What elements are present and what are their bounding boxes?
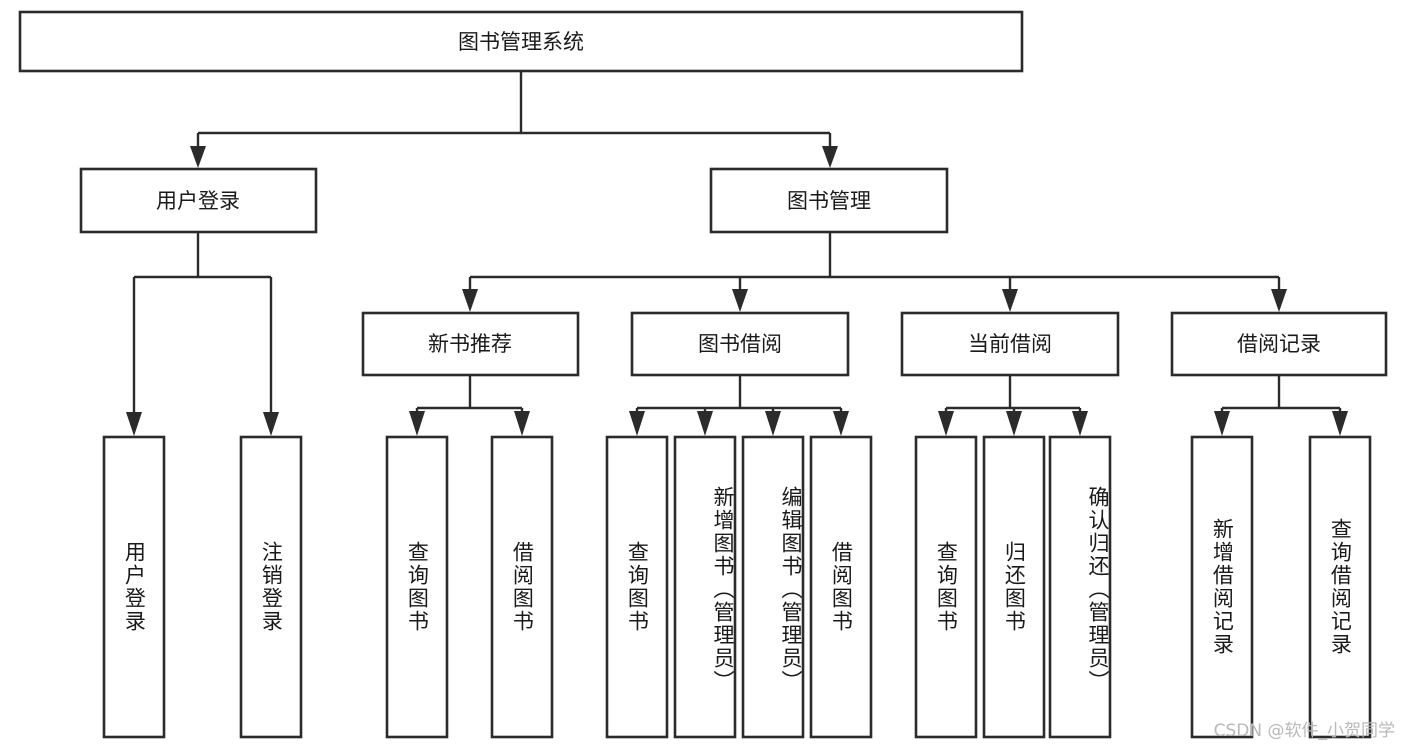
arrow-head-leaf-user-login	[126, 412, 142, 436]
node-box-leaf-add-book[interactable]	[673, 435, 737, 739]
arrow-head-leaf-query-record	[1332, 411, 1348, 436]
node-label-book-borrow: 图书借阅	[698, 332, 782, 356]
node-box-leaf-borrow-book-2[interactable]	[809, 435, 873, 739]
node-label-current-borrow: 当前借阅	[968, 332, 1052, 356]
arrow-head-leaf-edit-book	[765, 411, 781, 436]
arrow-head-user-login	[190, 146, 206, 168]
node-box-leaf-return-book[interactable]	[982, 435, 1046, 739]
arrow-head-leaf-query-book-1	[409, 411, 425, 436]
arrow-head-leaf-add-book	[697, 411, 713, 436]
connector-group-new-book-recommend	[409, 376, 530, 436]
arrow-head-current-borrow	[1002, 289, 1018, 312]
node-label-book-management: 图书管理	[787, 189, 871, 213]
connector-group-book-management	[462, 233, 1287, 312]
arrow-head-borrow-record	[1271, 289, 1287, 312]
arrow-head-leaf-borrow-book-1	[514, 411, 530, 436]
node-box-current-borrow[interactable]	[900, 311, 1120, 377]
node-box-leaf-query-book-1[interactable]	[385, 435, 449, 739]
node-box-leaf-edit-book[interactable]	[741, 435, 805, 739]
node-label-borrow-record: 借阅记录	[1237, 332, 1321, 356]
arrow-head-new-book-recommend	[462, 289, 478, 312]
node-box-leaf-query-book-2[interactable]	[605, 435, 669, 739]
node-box-leaf-add-record[interactable]	[1190, 435, 1254, 739]
arrow-head-leaf-return-book	[1006, 411, 1022, 436]
node-box-book-management[interactable]	[709, 167, 949, 234]
node-box-book-borrow[interactable]	[630, 311, 850, 377]
connector-group-current-borrow	[938, 376, 1088, 436]
connector-group-user-login	[126, 233, 279, 436]
node-box-leaf-logout[interactable]	[239, 435, 303, 739]
node-box-leaf-query-record[interactable]	[1308, 435, 1372, 739]
arrow-head-leaf-query-book-3	[938, 411, 954, 436]
csdn-watermark: CSDN @软件_小贺同学	[1213, 721, 1395, 741]
arrow-head-leaf-confirm-return	[1072, 411, 1088, 436]
arrow-head-book-management	[822, 146, 838, 168]
arrow-head-leaf-borrow-book-2	[833, 411, 849, 436]
node-box-borrow-record[interactable]	[1170, 311, 1388, 377]
node-box-leaf-confirm-return[interactable]	[1048, 435, 1112, 739]
connector-group-root	[190, 71, 838, 168]
node-box-leaf-user-login[interactable]	[102, 435, 166, 739]
node-box-leaf-borrow-book-1[interactable]	[490, 435, 554, 739]
arrow-head-leaf-add-record	[1214, 411, 1230, 436]
node-box-new-book-recommend[interactable]	[361, 311, 580, 377]
connector-group-book-borrow	[629, 376, 849, 436]
node-label-user-login: 用户登录	[156, 189, 240, 213]
arrow-head-leaf-logout	[263, 412, 279, 436]
arrow-head-leaf-query-book-2	[629, 411, 645, 436]
node-box-leaf-query-book-3[interactable]	[914, 435, 978, 739]
node-label-root: 图书管理系统	[458, 30, 584, 54]
node-box-user-login[interactable]	[79, 167, 318, 234]
node-label-new-book-recommend: 新书推荐	[428, 332, 512, 356]
arrow-head-book-borrow	[732, 289, 748, 312]
node-box-root[interactable]	[18, 10, 1024, 73]
connector-group-borrow-record	[1214, 376, 1348, 436]
